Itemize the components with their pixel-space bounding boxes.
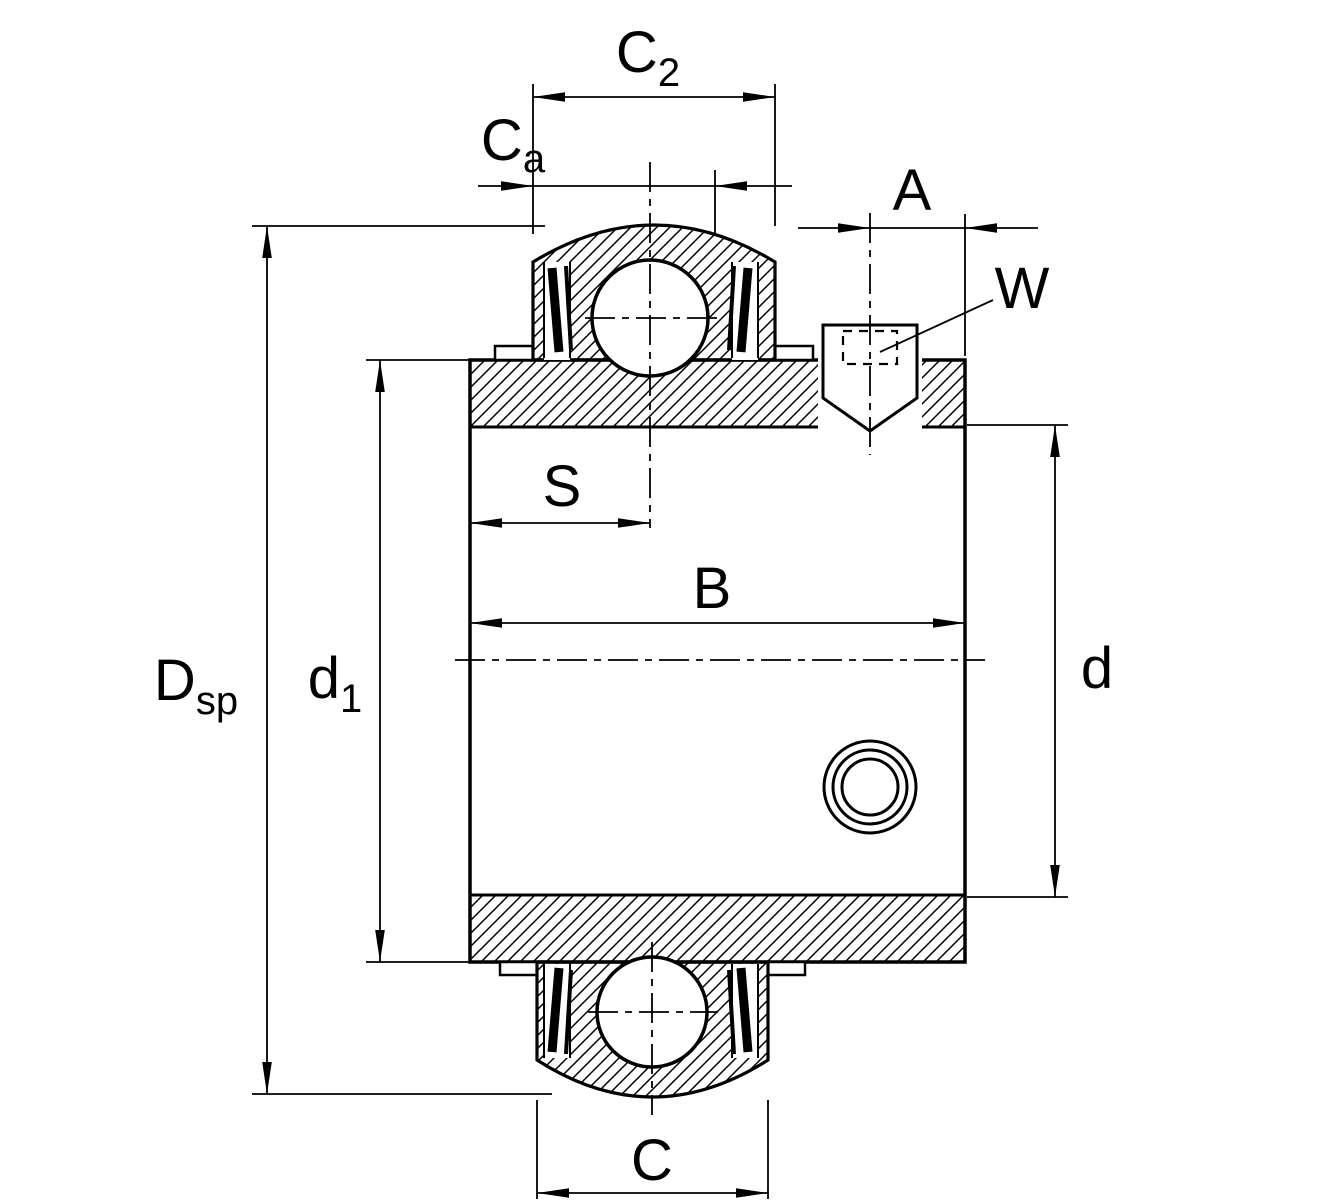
set-screw-thread-hidden: [841, 329, 899, 366]
dimension-c2: C2: [532, 20, 776, 234]
dimension-c: C: [536, 1100, 769, 1199]
dimension-s: S: [470, 454, 650, 528]
bearing-body: [468, 358, 967, 964]
lubrication-hole: [822, 739, 918, 835]
centerlines: [455, 162, 985, 1115]
w-leader-line: [879, 299, 994, 353]
seal-top-right: [736, 267, 753, 353]
seal-bottom-left: [547, 967, 564, 1053]
left-slinger-step: [493, 344, 535, 362]
label-d: d: [1081, 636, 1113, 701]
dimension-b: B: [470, 556, 965, 628]
label-d1: d1: [308, 646, 363, 721]
label-s: S: [543, 454, 582, 519]
right-slinger-step: [773, 344, 815, 362]
label-w: W: [995, 256, 1050, 321]
dimension-dsp: Dsp: [154, 225, 552, 1095]
label-c2: C2: [616, 20, 680, 95]
label-b: B: [693, 556, 732, 621]
bottom-bearing-section: [498, 955, 807, 1099]
dimension-a: A: [798, 158, 1038, 356]
dimension-d: d: [967, 424, 1113, 898]
top-bearing-section: [493, 223, 815, 378]
dimension-d1: d1: [308, 359, 470, 963]
right-slinger-step-bottom: [766, 960, 807, 977]
dimension-w: W: [879, 256, 1050, 353]
seal-top-left: [547, 267, 564, 353]
label-ca: Ca: [481, 108, 546, 181]
label-c: C: [631, 1128, 673, 1193]
label-dsp: Dsp: [154, 648, 238, 723]
seal-bottom-right: [736, 967, 753, 1053]
left-slinger-step-bottom: [498, 960, 539, 977]
dimension-ca: Ca: [478, 108, 792, 234]
set-screw-body: [821, 323, 919, 433]
label-a: A: [893, 158, 932, 223]
